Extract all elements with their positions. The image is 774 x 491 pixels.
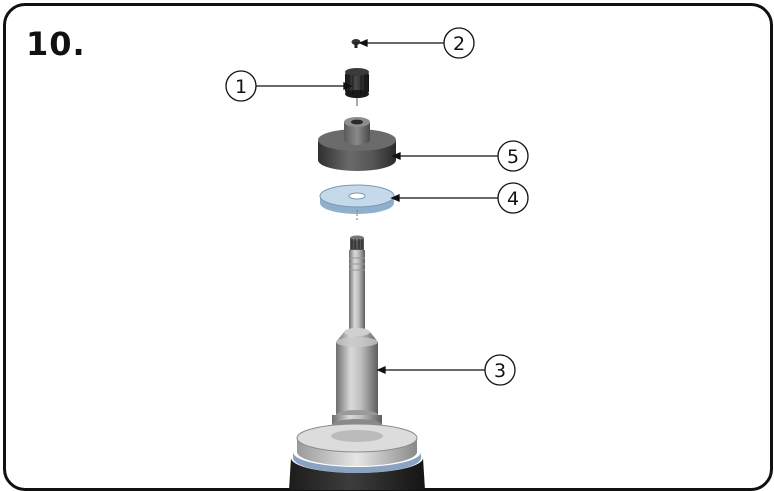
step-number: 10.	[26, 25, 86, 63]
callout-5: 5	[497, 140, 529, 172]
part-hub	[318, 117, 396, 171]
part-screw	[351, 39, 361, 48]
part-washer	[319, 184, 395, 222]
callout-4: 4	[497, 182, 529, 214]
part-shaft	[289, 235, 425, 490]
callout-1: 1	[225, 70, 257, 102]
callout-3-label: 3	[494, 360, 506, 382]
callout-1-label: 1	[235, 76, 247, 98]
callout-4-label: 4	[507, 188, 519, 210]
callout-3: 3	[484, 354, 516, 386]
callout-leaders	[256, 39, 498, 374]
callout-5-label: 5	[507, 146, 519, 168]
part-cap	[345, 68, 369, 106]
callout-2-label: 2	[453, 33, 465, 55]
step-frame	[3, 3, 773, 491]
callout-2: 2	[443, 27, 475, 59]
